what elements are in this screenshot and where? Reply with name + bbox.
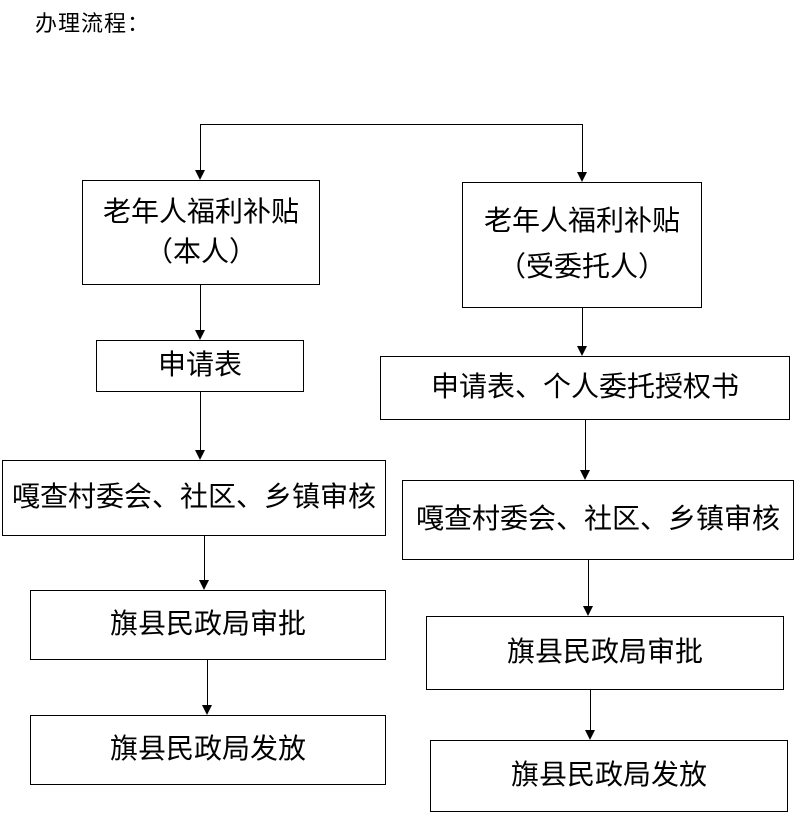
split-connector-line: [200, 124, 583, 125]
box-text: （受委托人）: [497, 252, 666, 284]
box-text: （本人）: [144, 236, 257, 268]
box-text: 老年人福利补贴: [483, 206, 680, 238]
box-text: 旗县民政局审批: [506, 637, 703, 669]
arrow-right-3: [583, 560, 593, 616]
box-left-applicant: 老年人福利补贴 （本人）: [82, 180, 320, 285]
box-right-applicant: 老年人福利补贴 （受委托人）: [462, 182, 702, 308]
arrow-left-3: [199, 536, 209, 590]
box-left-review: 嘎查村委会、社区、乡镇审核: [2, 460, 386, 536]
box-right-approve: 旗县民政局审批: [426, 616, 784, 690]
box-left-approve: 旗县民政局审批: [30, 590, 386, 660]
box-right-form: 申请表、个人委托授权书: [380, 356, 790, 420]
box-text: 旗县民政局发放: [109, 734, 306, 766]
box-text: 老年人福利补贴: [102, 196, 299, 228]
box-text: 嘎查村委会、社区、乡镇审核: [415, 504, 780, 536]
arrow-right-2: [580, 420, 590, 480]
arrow-left-4: [202, 660, 212, 715]
arrow-left-2: [195, 392, 205, 460]
box-text: 申请表、个人委托授权书: [430, 372, 739, 404]
arrow-down-right-branch: [577, 125, 587, 182]
box-text: 申请表: [157, 350, 242, 382]
box-text: 嘎查村委会、社区、乡镇审核: [11, 482, 376, 514]
arrow-left-1: [195, 285, 205, 340]
arrow-right-4: [585, 690, 595, 740]
box-right-issue: 旗县民政局发放: [430, 740, 788, 812]
box-left-issue: 旗县民政局发放: [30, 715, 386, 785]
box-text: 旗县民政局发放: [510, 760, 707, 792]
arrow-right-1: [577, 308, 587, 356]
box-left-form: 申请表: [96, 340, 304, 392]
box-right-review: 嘎查村委会、社区、乡镇审核: [402, 480, 794, 560]
box-text: 旗县民政局审批: [109, 609, 306, 641]
page-title: 办理流程：: [35, 11, 151, 36]
arrow-down-left-branch: [195, 125, 205, 180]
